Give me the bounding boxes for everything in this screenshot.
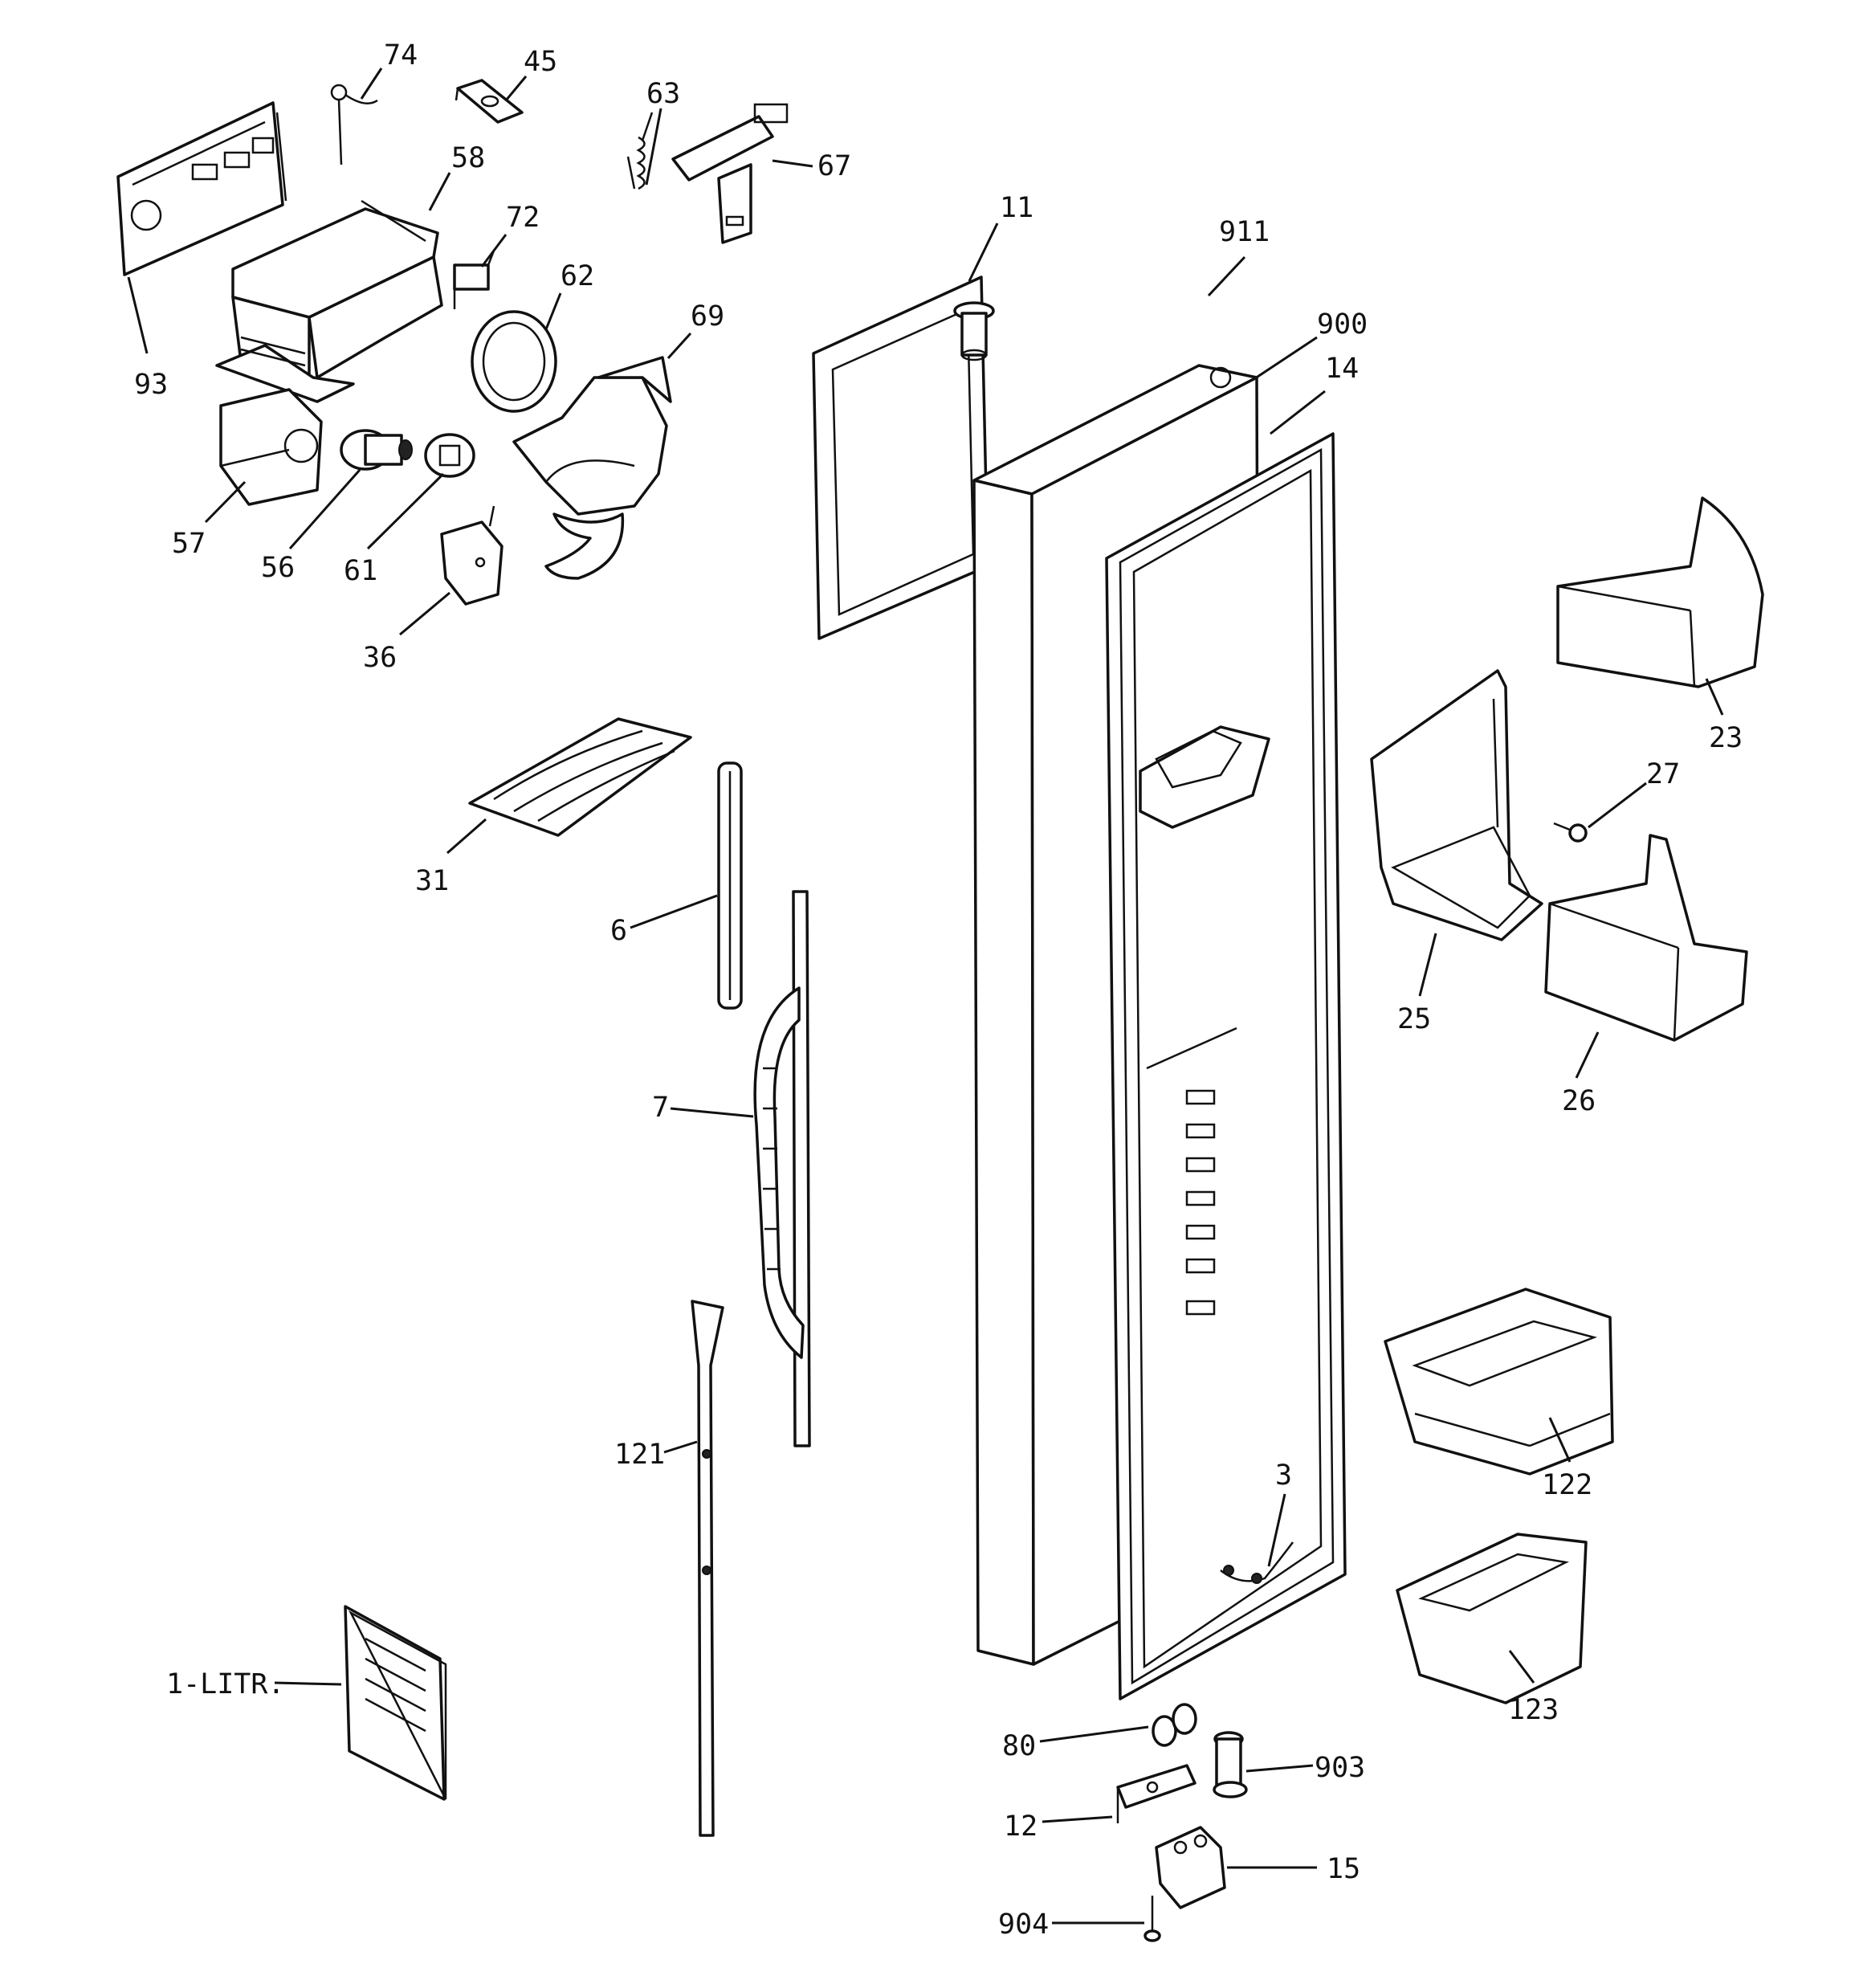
- part-904-screw: [1143, 1896, 1161, 1942]
- callout-56: 56: [261, 552, 295, 584]
- part-25-bin: [1370, 669, 1543, 941]
- part-3-harness: [1220, 1541, 1294, 1584]
- callout-7: 7: [652, 1092, 669, 1124]
- part-1-litr-literature: [344, 1605, 447, 1801]
- shelf-clips: [1185, 1089, 1216, 1316]
- callout-25: 25: [1397, 1003, 1431, 1035]
- callout-15: 15: [1327, 1853, 1360, 1885]
- callout-903: 903: [1315, 1752, 1365, 1784]
- part-57-motor-cover: [219, 388, 323, 506]
- callout-27: 27: [1646, 758, 1680, 790]
- leader-lines: [127, 67, 1724, 1925]
- callout-122: 122: [1542, 1469, 1592, 1501]
- part-15-hinge: [1155, 1826, 1226, 1909]
- callout-69: 69: [691, 300, 724, 333]
- part-63-spring: [626, 112, 654, 190]
- part-123-door-bin: [1396, 1533, 1588, 1704]
- part-12-bracket: [1116, 1764, 1196, 1823]
- callout-74: 74: [384, 39, 418, 71]
- part-69-ice-chute: [512, 356, 672, 580]
- part-903-bushing: [1213, 1731, 1248, 1798]
- part-6-strip: [717, 761, 743, 1010]
- part-36-bracket: [440, 505, 503, 606]
- callout-31: 31: [415, 865, 449, 897]
- callout-900: 900: [1317, 308, 1368, 341]
- callout-26: 26: [1562, 1085, 1596, 1117]
- part-121-trim-strip: [691, 1300, 724, 1837]
- callout-1-litr: 1-LITR.: [166, 1668, 285, 1700]
- part-45-bracket: [455, 79, 524, 124]
- callout-36: 36: [363, 642, 397, 674]
- part-58-dispenser-housing: [215, 199, 443, 403]
- part-911-bushing: [953, 301, 995, 361]
- callout-123: 123: [1508, 1694, 1559, 1726]
- callout-67: 67: [817, 150, 851, 182]
- callout-80: 80: [1002, 1730, 1036, 1762]
- part-62-ring: [471, 310, 557, 413]
- callout-57: 57: [172, 528, 206, 560]
- part-67-arm: [671, 103, 789, 244]
- callout-11: 11: [1000, 192, 1033, 224]
- callout-3: 3: [1275, 1459, 1292, 1492]
- part-23-bin-cover: [1556, 496, 1764, 688]
- handle-ribs: [763, 1067, 781, 1271]
- part-27-screw: [1553, 822, 1588, 843]
- part-61-gear: [424, 433, 475, 478]
- callout-6: 6: [610, 915, 627, 947]
- callout-72: 72: [506, 202, 540, 234]
- part-74-spring-clip: [330, 84, 378, 165]
- callout-904: 904: [998, 1908, 1049, 1941]
- part-93-control-panel: [116, 101, 287, 276]
- part-31-drip-tray: [468, 717, 692, 837]
- callout-121: 121: [614, 1439, 665, 1471]
- callout-12: 12: [1004, 1810, 1037, 1843]
- callout-63: 63: [646, 78, 680, 110]
- callout-911: 911: [1219, 216, 1270, 248]
- callout-62: 62: [561, 260, 594, 292]
- part-80-bushing: [1152, 1703, 1197, 1747]
- callout-14: 14: [1325, 353, 1359, 385]
- part-56-motor: [340, 429, 413, 471]
- callout-23: 23: [1709, 722, 1743, 754]
- part-26-bin: [1544, 834, 1748, 1042]
- callout-58: 58: [451, 142, 485, 174]
- part-14-gasket: [1105, 432, 1347, 1700]
- callout-labels: 74 45 63 67 58 72 62 69 93 57 56 61 36 1…: [134, 39, 1743, 1941]
- callout-45: 45: [524, 46, 557, 78]
- part-122-door-bin: [1384, 1288, 1614, 1476]
- callout-61: 61: [344, 555, 377, 587]
- part-7-handle: [753, 890, 811, 1447]
- callout-93: 93: [134, 369, 168, 401]
